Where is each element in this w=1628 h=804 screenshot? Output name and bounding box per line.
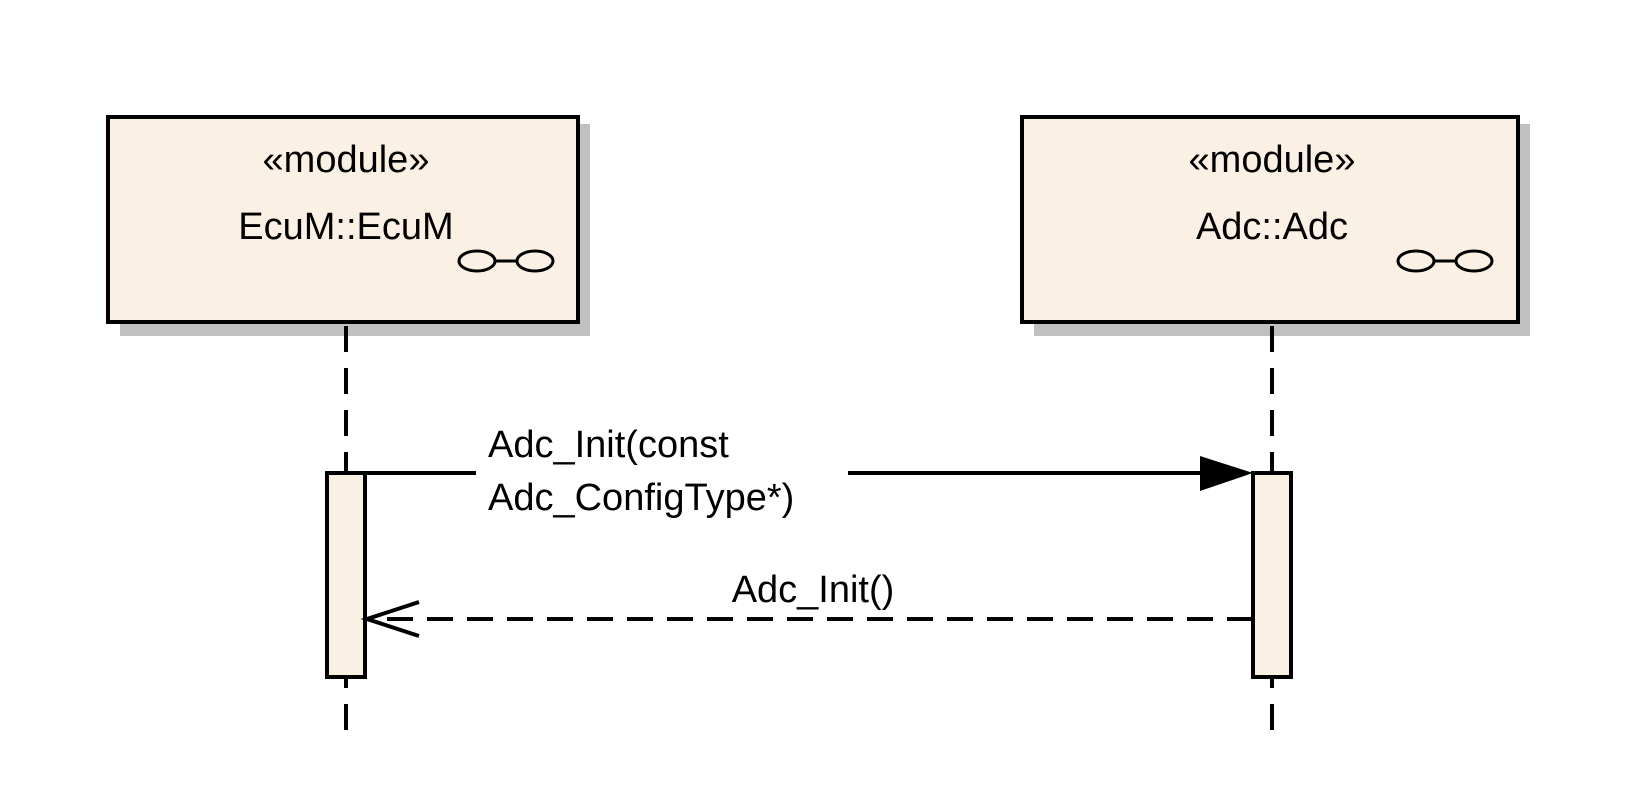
message-label: Adc_Init(const xyxy=(488,424,729,466)
message-adc-init-return[interactable]: Adc_Init() xyxy=(360,569,1253,638)
filled-arrowhead-icon xyxy=(1200,456,1253,491)
participant-ecum[interactable]: «module» EcuM::EcuM xyxy=(106,115,590,336)
message-label: Adc_Init() xyxy=(732,569,895,611)
message-adc-init-call[interactable]: Adc_Init(const Adc_ConfigType*) xyxy=(365,424,1253,519)
participant-name: EcuM::EcuM xyxy=(238,206,453,248)
activation-bar-adc[interactable] xyxy=(1251,471,1293,679)
participant-box xyxy=(106,115,580,324)
component-link-icon xyxy=(457,249,555,273)
open-arrowhead-icon xyxy=(360,600,420,638)
participant-stereotype: «module» xyxy=(263,139,430,181)
message-label: Adc_ConfigType*) xyxy=(488,477,794,519)
participant-stereotype: «module» xyxy=(1189,139,1356,181)
activation-bar-ecum[interactable] xyxy=(325,471,367,679)
participant-name: Adc::Adc xyxy=(1196,206,1348,248)
participant-box xyxy=(1020,115,1520,324)
component-link-icon xyxy=(1396,249,1494,273)
participant-adc[interactable]: «module» Adc::Adc xyxy=(1020,115,1530,336)
